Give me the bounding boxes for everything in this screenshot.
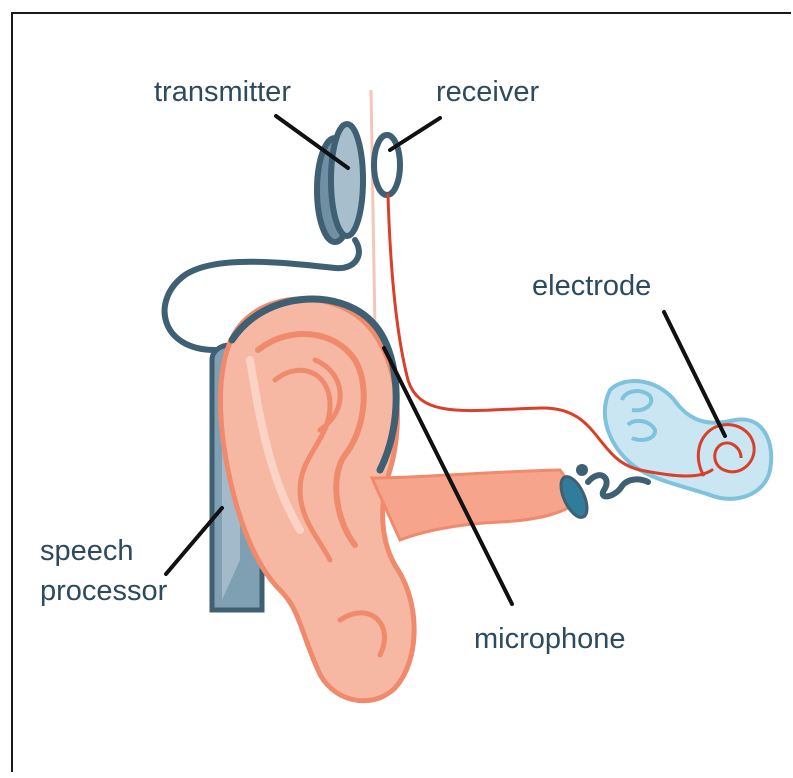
receiver-leader — [390, 118, 440, 150]
label-microphone: microphone — [474, 623, 626, 655]
label-receiver: receiver — [436, 76, 539, 108]
label-electrode: electrode — [532, 270, 651, 302]
label-processor: processor — [40, 575, 168, 607]
transmitter-disc-front — [331, 124, 363, 236]
ossicle-head — [576, 464, 588, 476]
label-speech: speech — [40, 535, 134, 567]
skin-line — [371, 90, 375, 330]
ossicles — [588, 475, 648, 496]
label-transmitter: transmitter — [154, 76, 291, 108]
